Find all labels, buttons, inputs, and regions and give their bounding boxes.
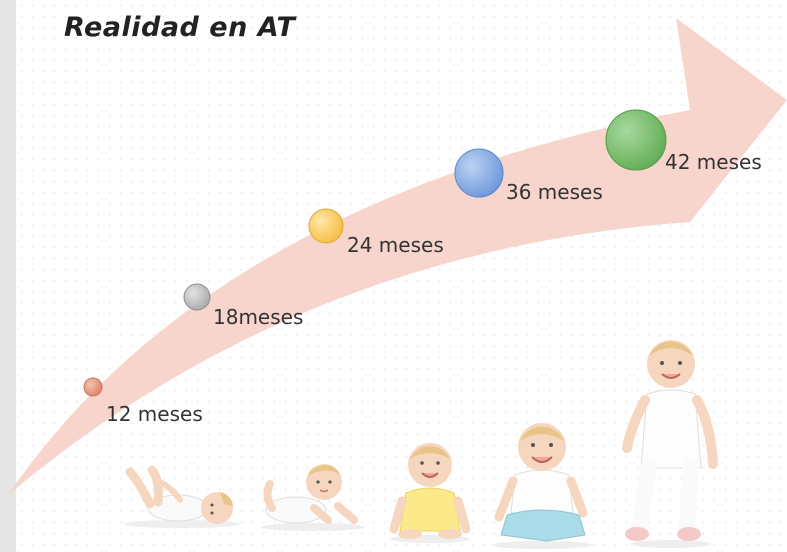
- stage-marker-42: [605, 109, 667, 171]
- stage-label-36: 36 meses: [506, 180, 603, 204]
- growth-arrow: [8, 18, 787, 495]
- stage-label-12: 12 meses: [106, 402, 203, 426]
- left-border-strip: [0, 0, 16, 552]
- stage-marker-18: [183, 283, 211, 311]
- baby-playing-image: [492, 423, 592, 549]
- baby-standing-image: [622, 340, 718, 548]
- baby-lying-image: [124, 465, 240, 528]
- stage-marker-24: [308, 208, 344, 244]
- baby-crawling-image: [261, 464, 365, 531]
- stage-marker-36: [454, 148, 504, 198]
- stage-label-42: 42 meses: [665, 150, 762, 174]
- stage-marker-12: [83, 377, 103, 397]
- baby-sitting-image: [389, 443, 471, 543]
- stage-label-18: 18meses: [213, 305, 304, 329]
- stage-label-24: 24 meses: [347, 233, 444, 257]
- stage-markers: [83, 109, 667, 397]
- slide-title: Realidad en AT: [64, 12, 296, 43]
